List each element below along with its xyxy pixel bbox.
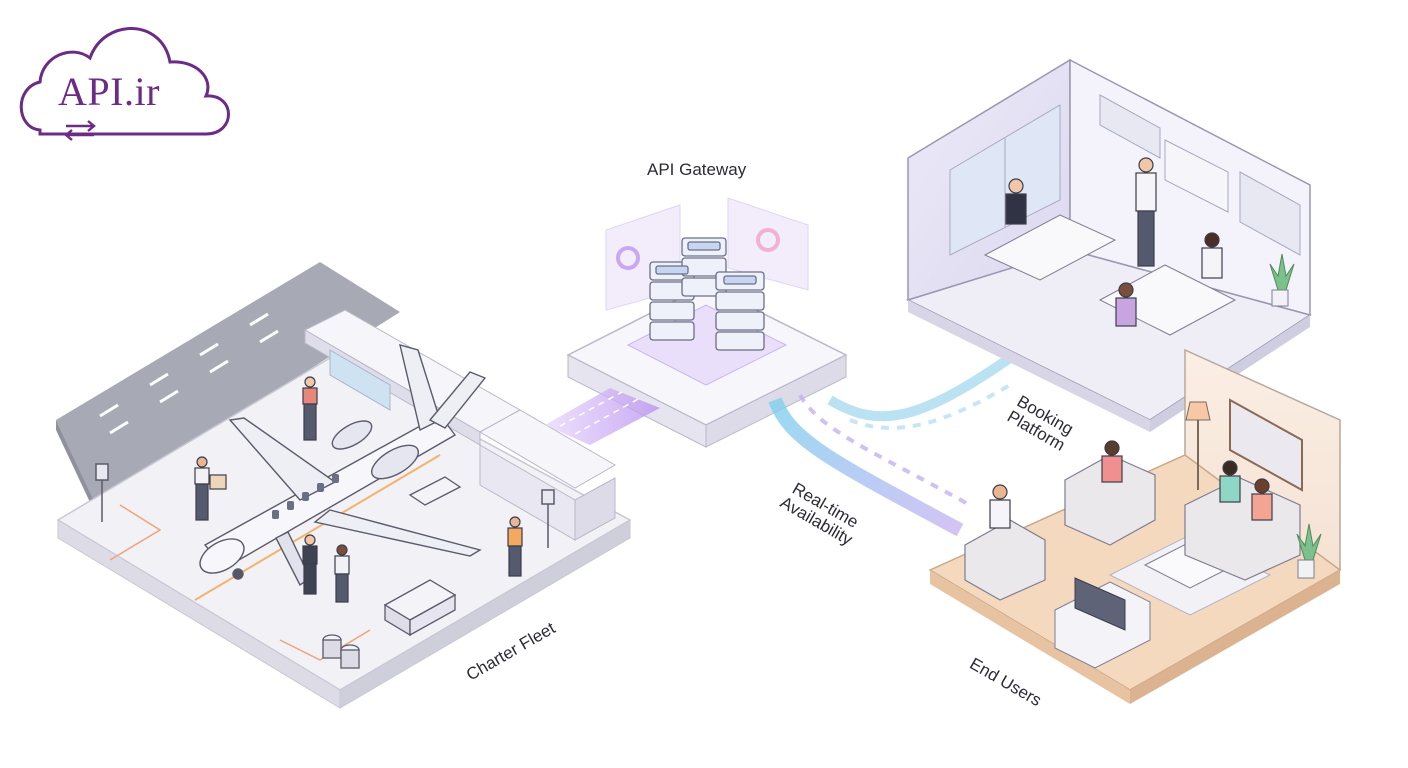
charter-fleet-platform xyxy=(56,262,632,709)
api-gateway-node xyxy=(566,197,848,448)
flow-gateway-to-booking xyxy=(827,353,1013,430)
booking-platform-office xyxy=(905,58,1312,432)
flow-charter-to-gateway xyxy=(545,388,660,445)
flow-gateway-to-end-users xyxy=(768,394,971,537)
api-gateway-label: API Gateway xyxy=(647,160,747,179)
private-jet-icon xyxy=(199,344,487,587)
logo-cloud-icon xyxy=(19,27,230,136)
logo-text[interactable]: API.ir xyxy=(58,69,160,114)
end-users-home xyxy=(928,348,1342,704)
ground-crew xyxy=(194,376,523,603)
arrows-exchange-icon xyxy=(64,120,96,141)
